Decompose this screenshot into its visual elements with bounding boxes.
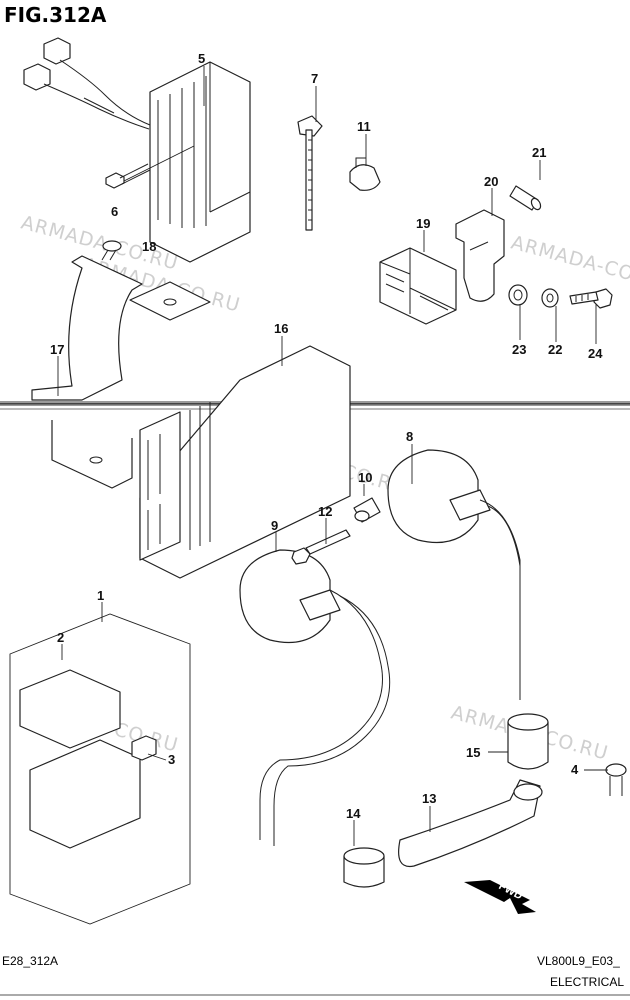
callout-8: 8 [406,429,413,444]
callout-23: 23 [512,342,526,357]
ecm-16 [139,345,351,579]
sleeve-14 [343,847,385,888]
regulator-rectifier [23,37,251,263]
fuse-box-assembly [9,613,191,925]
plug-lead-13 [398,779,543,868]
callout-14: 14 [346,806,361,821]
leader-lines [57,66,608,846]
figure-title: FIG.312A [4,3,107,27]
washer-22 [541,288,559,308]
grommet-23 [508,284,528,306]
callout-4: 4 [571,762,579,777]
bracket-20 [455,209,505,302]
callout-15: 15 [466,745,480,760]
bolt-12 [291,529,351,565]
screw-18 [101,240,122,261]
footer-left-code: E28_312A [2,954,58,968]
callout-2: 2 [57,630,64,645]
watermark-2: ARMADA-CO.RU [509,232,630,295]
callout-20: 20 [484,174,498,189]
callout-11: 11 [357,119,371,134]
callout-12: 12 [318,504,332,519]
bottom-scan-line [0,994,630,996]
callout-3: 3 [168,752,175,767]
callout-21: 21 [532,145,546,160]
callout-1: 1 [97,588,104,603]
screw-4 [605,763,627,796]
ignition-coil-8 [387,449,521,700]
callout-19: 19 [416,216,430,231]
fwd-arrow: FWD [464,880,536,914]
callout-5: 5 [198,51,205,66]
spacer-10 [353,497,381,523]
callout-13: 13 [422,791,436,806]
callout-6: 6 [111,204,118,219]
callout-17: 17 [50,342,64,357]
cable-tie [297,115,323,231]
clamp-11 [349,157,381,191]
plug-cap-15 [507,713,549,770]
callout-18: 18 [142,239,156,254]
ignition-coil-9 [239,549,391,846]
ecm-bracket-17 [31,255,211,489]
callout-24: 24 [588,346,603,361]
callout-9: 9 [271,518,278,533]
relay-19 [379,247,457,325]
footer-section: ELECTRICAL [550,975,624,989]
footer-right-code: VL800L9_E03_ [537,954,620,968]
callout-16: 16 [274,321,288,336]
callout-labels: 5 6 7 11 21 20 19 18 23 22 24 16 17 8 10… [50,51,603,821]
bolt-6 [105,145,195,189]
collar-21 [509,185,542,211]
callout-22: 22 [548,342,562,357]
callout-7: 7 [311,71,318,86]
bolt-24 [569,288,613,309]
callout-10: 10 [358,470,372,485]
